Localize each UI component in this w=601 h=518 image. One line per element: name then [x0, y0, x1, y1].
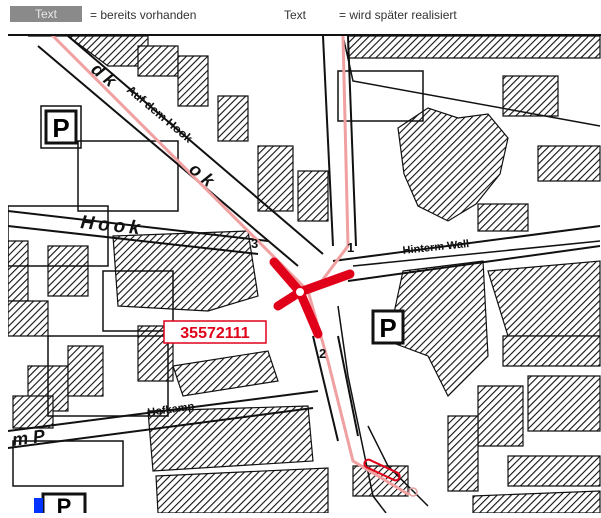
roads: [7, 35, 601, 449]
buildings: [7, 35, 601, 514]
route-line: [51, 34, 410, 496]
arm-number-1: 1: [347, 240, 354, 255]
legend-existing-swatch: Text: [10, 6, 82, 22]
legend: Text = bereits vorhanden Text = wird spä…: [0, 0, 601, 34]
parking-label-3: P: [57, 494, 72, 513]
parking-label-1: P: [52, 113, 69, 143]
street-mp: m P: [11, 425, 47, 450]
route-end-circle: [408, 487, 418, 497]
node-dot[interactable]: [294, 286, 306, 298]
legend-planned-text: Text: [284, 8, 307, 22]
map[interactable]: P P P Auf dem Hook Hook Hinterm Wall Hof…: [7, 34, 601, 518]
map-canvas[interactable]: P P P Auf dem Hook Hook Hinterm Wall Hof…: [7, 34, 601, 518]
route-end-marker: [363, 458, 401, 482]
arm-number-3: 3: [251, 236, 258, 251]
node-arm-2: [295, 287, 323, 339]
node-arm-1: [295, 269, 355, 297]
arm-number-2: 2: [319, 346, 326, 361]
node-intersection[interactable]: 3 1 2 35572111: [163, 236, 355, 361]
legend-existing-label: = bereits vorhanden: [90, 8, 197, 22]
legend-planned-label: = wird später realisiert: [339, 8, 457, 22]
route-line-north: [316, 34, 350, 288]
planned-route: [51, 34, 410, 496]
node-id-label[interactable]: 35572111: [180, 325, 250, 342]
parking-label-2: P: [379, 313, 396, 343]
node-arm-3: [269, 257, 305, 297]
node-id-box[interactable]: [163, 320, 267, 344]
parking-signs: P P P: [34, 109, 405, 518]
